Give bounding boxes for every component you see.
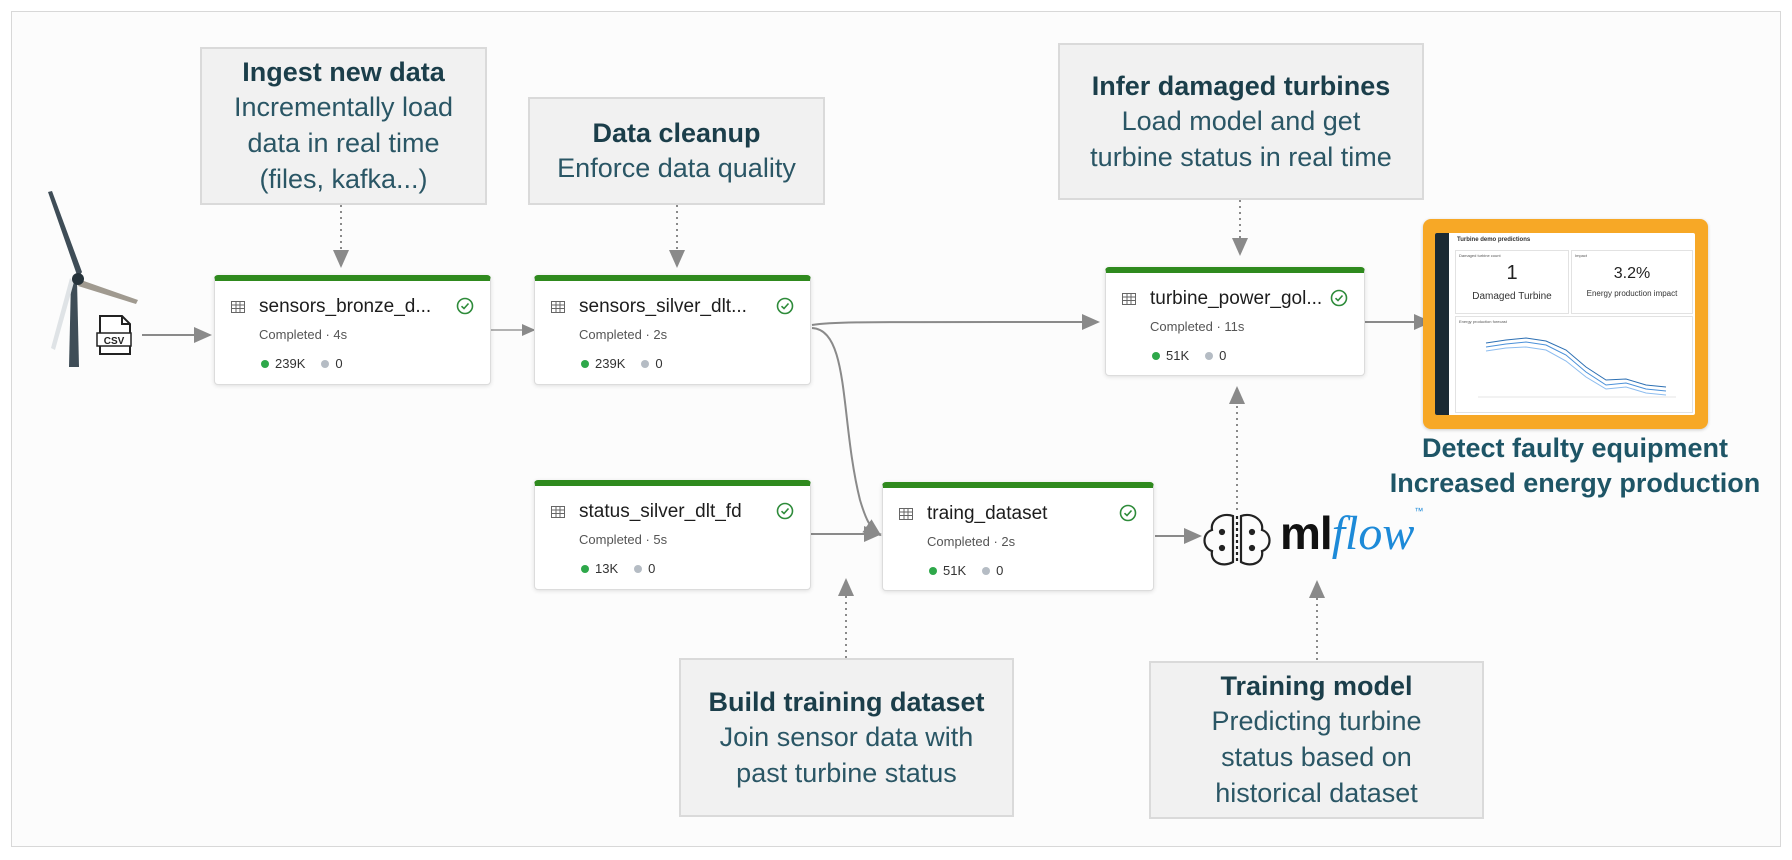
- brain-icon: [1203, 513, 1271, 566]
- arrow-silver-to-training: [811, 327, 882, 537]
- node-status: Completed · 2s: [579, 327, 668, 342]
- success-dot: [1152, 351, 1160, 360]
- dashboard-thumbnail[interactable]: Turbine demo predictions Damaged turbine…: [1423, 219, 1708, 429]
- card-impact-value: 3.2%: [1613, 265, 1651, 282]
- node-name: turbine_power_gol...: [1150, 288, 1323, 309]
- node-sensors-silver[interactable]: sensors_silver_dlt... Completed · 2s 239…: [534, 275, 811, 385]
- dropped-count: 0: [1219, 348, 1227, 363]
- card-chart-title: Energy production forecast: [1459, 319, 1507, 324]
- rows-count: 13K: [595, 561, 619, 576]
- callout-build-desc: Join sensor data with past turbine statu…: [719, 721, 974, 788]
- node-metrics: 239K 0: [581, 356, 663, 371]
- callout-cleanup-desc: Enforce data quality: [557, 153, 796, 183]
- csv-file-icon: [96, 315, 132, 355]
- check-circle-icon: [1119, 504, 1137, 522]
- node-sensors-bronze[interactable]: sensors_bronze_d... Completed · 4s 239K …: [214, 275, 491, 385]
- dropped-dot: [634, 564, 643, 573]
- rows-count: 51K: [943, 563, 967, 578]
- dropped-count: 0: [655, 356, 663, 371]
- node-status: Completed · 4s: [259, 327, 348, 342]
- callout-infer-desc: Load model and get turbine status in rea…: [1090, 105, 1392, 172]
- success-dot: [581, 564, 589, 573]
- node-status: Completed · 5s: [579, 532, 668, 547]
- node-training-dataset[interactable]: traing_dataset Completed · 2s 51K 0: [882, 482, 1154, 591]
- dropped-count: 0: [335, 356, 343, 371]
- node-status: Completed · 2s: [927, 534, 1016, 549]
- success-dot: [261, 359, 269, 368]
- callout-ingest-title: Ingest new data: [242, 57, 445, 87]
- csv-label: CSV: [104, 336, 125, 347]
- callout-training-title: Training model: [1220, 671, 1413, 701]
- callout-infer: Infer damaged turbines Load model and ge…: [1058, 43, 1424, 200]
- node-metrics: 51K 0: [1152, 348, 1226, 363]
- mlflow-logo: mlflow™: [1280, 506, 1423, 566]
- card-impact: Impact 3.2% Energy production impact: [1571, 250, 1693, 314]
- table-icon: [551, 506, 565, 518]
- node-status: Completed · 11s: [1150, 319, 1245, 334]
- callout-cleanup-title: Data cleanup: [592, 118, 761, 148]
- rows-count: 239K: [595, 356, 626, 371]
- callout-infer-title: Infer damaged turbines: [1091, 70, 1391, 101]
- callout-build-title: Build training dataset: [708, 686, 985, 717]
- dropped-dot: [321, 359, 330, 368]
- result-text: Detect faulty equipment Increased energy…: [1380, 431, 1770, 501]
- callout-training: Training model Predicting turbine status…: [1149, 661, 1484, 819]
- callout-build: Build training dataset Join sensor data …: [679, 658, 1014, 817]
- mlflow-flow: flow: [1331, 507, 1415, 560]
- card-count: Damaged turbine count 1 Damaged Turbine: [1455, 250, 1569, 314]
- table-icon: [1122, 293, 1136, 305]
- dropped-count: 0: [996, 563, 1004, 578]
- node-status-silver[interactable]: status_silver_dlt_fd Completed · 5s 13K …: [534, 480, 811, 590]
- card-count-header: Damaged turbine count: [1459, 253, 1501, 258]
- callout-training-desc: Predicting turbine status based on histo…: [1211, 706, 1422, 808]
- dashboard-title: Turbine demo predictions: [1457, 237, 1531, 243]
- card-impact-header: Impact: [1575, 253, 1588, 258]
- result-line-1: Detect faulty equipment: [1421, 433, 1729, 463]
- dropped-dot: [982, 566, 991, 575]
- wind-turbine-icon: [48, 191, 138, 367]
- callout-ingest-desc: Incrementally load data in real time (fi…: [233, 92, 454, 194]
- card-impact-label: Energy production impact: [1586, 289, 1678, 298]
- table-icon: [231, 301, 245, 313]
- node-metrics: 13K 0: [581, 561, 655, 576]
- callout-cleanup: Data cleanup Enforce data quality: [528, 97, 825, 205]
- node-metrics: 239K 0: [261, 356, 343, 371]
- dashboard-screen: Turbine demo predictions Damaged turbine…: [1435, 233, 1695, 415]
- node-turbine-power-gold[interactable]: turbine_power_gol... Completed · 11s 51K…: [1105, 267, 1365, 376]
- node-name: sensors_silver_dlt...: [579, 296, 747, 317]
- dropped-dot: [1205, 351, 1214, 360]
- node-name: traing_dataset: [927, 503, 1048, 524]
- node-name: status_silver_dlt_fd: [579, 501, 742, 522]
- forecast-mini-chart: [1478, 337, 1676, 398]
- arrow-silver-to-gold: [811, 314, 1100, 330]
- mlflow-tm: ™: [1414, 506, 1424, 516]
- dashboard-sidebar: [1435, 233, 1449, 415]
- card-count-label: Damaged Turbine: [1472, 291, 1552, 302]
- table-icon: [551, 301, 565, 313]
- dropped-count: 0: [648, 561, 656, 576]
- callout-ingest: Ingest new data Incrementally load data …: [200, 47, 487, 205]
- check-circle-icon: [776, 502, 794, 520]
- success-dot: [929, 566, 937, 575]
- check-circle-icon: [456, 297, 474, 315]
- check-circle-icon: [1330, 289, 1348, 307]
- rows-count: 51K: [1166, 348, 1190, 363]
- mlflow-ml: ml: [1280, 507, 1333, 559]
- card-chart: Energy production forecast: [1455, 316, 1693, 413]
- check-circle-icon: [776, 297, 794, 315]
- table-icon: [899, 508, 913, 520]
- card-count-value: 1: [1506, 262, 1518, 284]
- node-metrics: 51K 0: [929, 563, 1003, 578]
- rows-count: 239K: [275, 356, 306, 371]
- dropped-dot: [641, 359, 650, 368]
- node-name: sensors_bronze_d...: [259, 296, 432, 317]
- success-dot: [581, 359, 589, 368]
- result-line-2: Increased energy production: [1389, 468, 1761, 498]
